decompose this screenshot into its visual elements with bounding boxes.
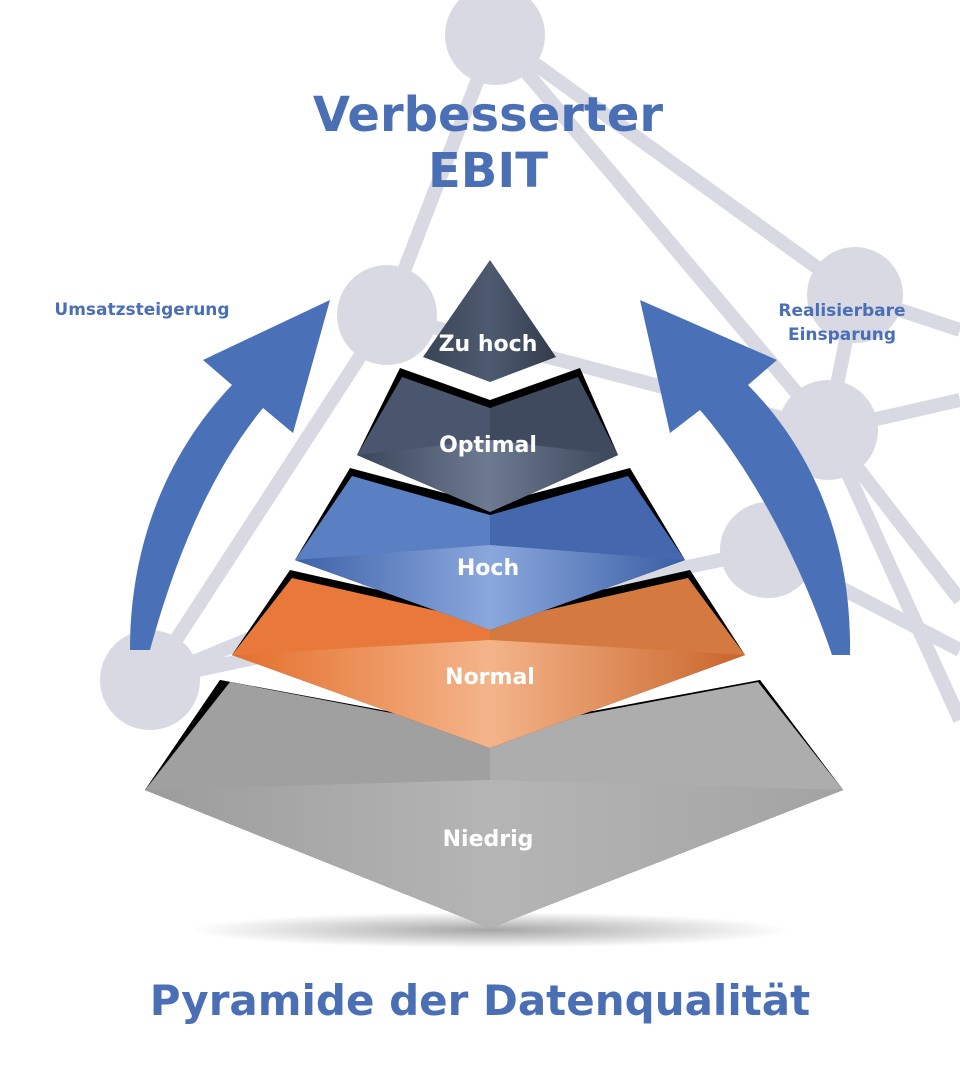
tier-label-optimal: Optimal	[439, 433, 537, 458]
tier-hoch	[295, 468, 685, 630]
right-arrow-label-line2: Einsparung	[788, 325, 896, 345]
title-line2: EBIT	[428, 143, 548, 199]
pyramid-shadow	[190, 912, 790, 948]
tier-label-niedrig: Niedrig	[443, 827, 534, 852]
right-arrow-label-line1: Realisierbare	[778, 301, 905, 321]
tier-zu-hoch	[423, 260, 556, 382]
tier-normal	[232, 570, 745, 748]
tier-label-hoch: Hoch	[457, 556, 519, 581]
tier-niedrig	[145, 680, 843, 928]
tier-label-zu-hoch: Zu hoch	[439, 332, 538, 357]
network-nodes	[100, 0, 903, 730]
right-arrow-icon	[640, 300, 851, 655]
tier-label-normal: Normal	[445, 665, 535, 690]
left-arrow-label: Umsatzsteigerung	[54, 300, 229, 320]
footer-title: Pyramide der Datenqualität	[150, 976, 810, 1025]
title-line1: Verbesserter	[313, 87, 664, 143]
tier-optimal	[357, 368, 618, 512]
left-arrow-icon	[130, 300, 330, 650]
